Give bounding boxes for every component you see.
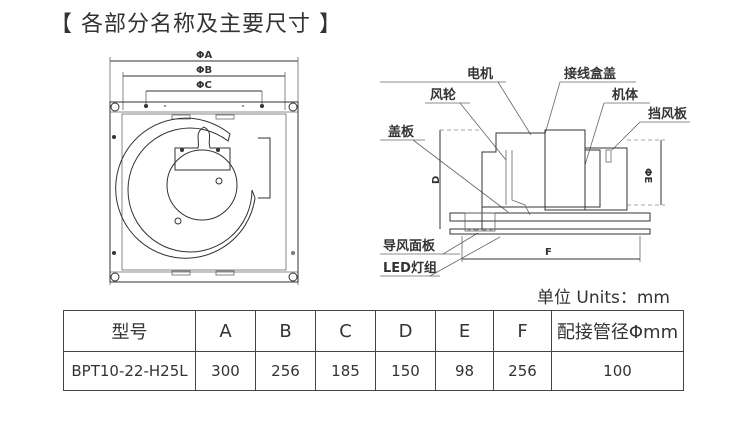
top-view-diagram: ΦA ΦB ΦC [109,50,299,285]
dim-c: ΦC [145,80,263,106]
header-e: E [435,310,494,352]
cell-c: 185 [315,351,376,391]
header-b: B [255,310,316,352]
cell-d: 150 [375,351,436,391]
spec-table: 型号 A B C D E F 配接管径Φmm BPT10-22-H25L 300… [63,310,684,391]
damper [605,149,612,163]
cell-e: 98 [435,351,494,391]
cell-a: 300 [195,351,256,391]
cell-f: 256 [493,351,552,391]
outlet-frame [258,137,271,199]
base-plate [449,212,651,222]
label-impeller: 风轮 [430,87,456,103]
label-body: 机体 [612,87,639,103]
dim-label-b: ΦB [196,65,212,76]
fan-scroll-housing [115,117,256,259]
table-header-row: 型号 A B C D E F 配接管径Φmm [63,310,684,352]
header-d: D [375,310,436,352]
label-motor: 电机 [467,66,493,82]
fan-body-outline [481,129,601,230]
impeller [505,150,531,216]
table-row: BPT10-22-H25L 300 256 185 150 98 256 100 [63,351,684,391]
header-duct-diameter: 配接管径Φmm [551,310,684,352]
junction-box [544,129,586,211]
side-view-diagram: 电机 接线盒盖 风轮 机体 挡风板 盖板 导风面板 LED灯组 [380,66,690,277]
dim-label-e: ΦE [642,168,653,184]
cell-model: BPT10-22-H25L [63,351,196,391]
dim-b: ΦB [122,65,286,110]
diagrams: ΦA ΦB ΦC [109,50,690,285]
led-group [467,228,493,232]
header-model: 型号 [63,310,196,352]
cell-b: 256 [255,351,316,391]
motor-mount-bracket [174,126,231,171]
dim-label-d: D [431,176,442,184]
dim-label-f: F [545,247,552,258]
panel-plate [449,228,651,235]
header-f: F [493,310,552,352]
fan-casing [584,147,628,211]
units-label: 单位 Units：mm [537,288,670,308]
header-c: C [315,310,376,352]
label-cover-plate: 盖板 [388,124,415,140]
page-title: 【 各部分名称及主要尺寸 】 [50,12,342,37]
impeller-circle [166,149,238,221]
header-a: A [195,310,256,352]
label-air-guide-panel: 导风面板 [383,238,436,254]
mounting-plate [109,101,299,283]
label-junction-box-cover: 接线盒盖 [564,66,616,82]
cell-duct-diameter: 100 [551,351,684,391]
dim-label-a: ΦA [196,50,213,61]
inner-frame [121,113,287,271]
dim-label-c: ΦC [196,80,212,91]
label-damper: 挡风板 [648,106,688,122]
label-led-group: LED灯组 [383,260,437,276]
